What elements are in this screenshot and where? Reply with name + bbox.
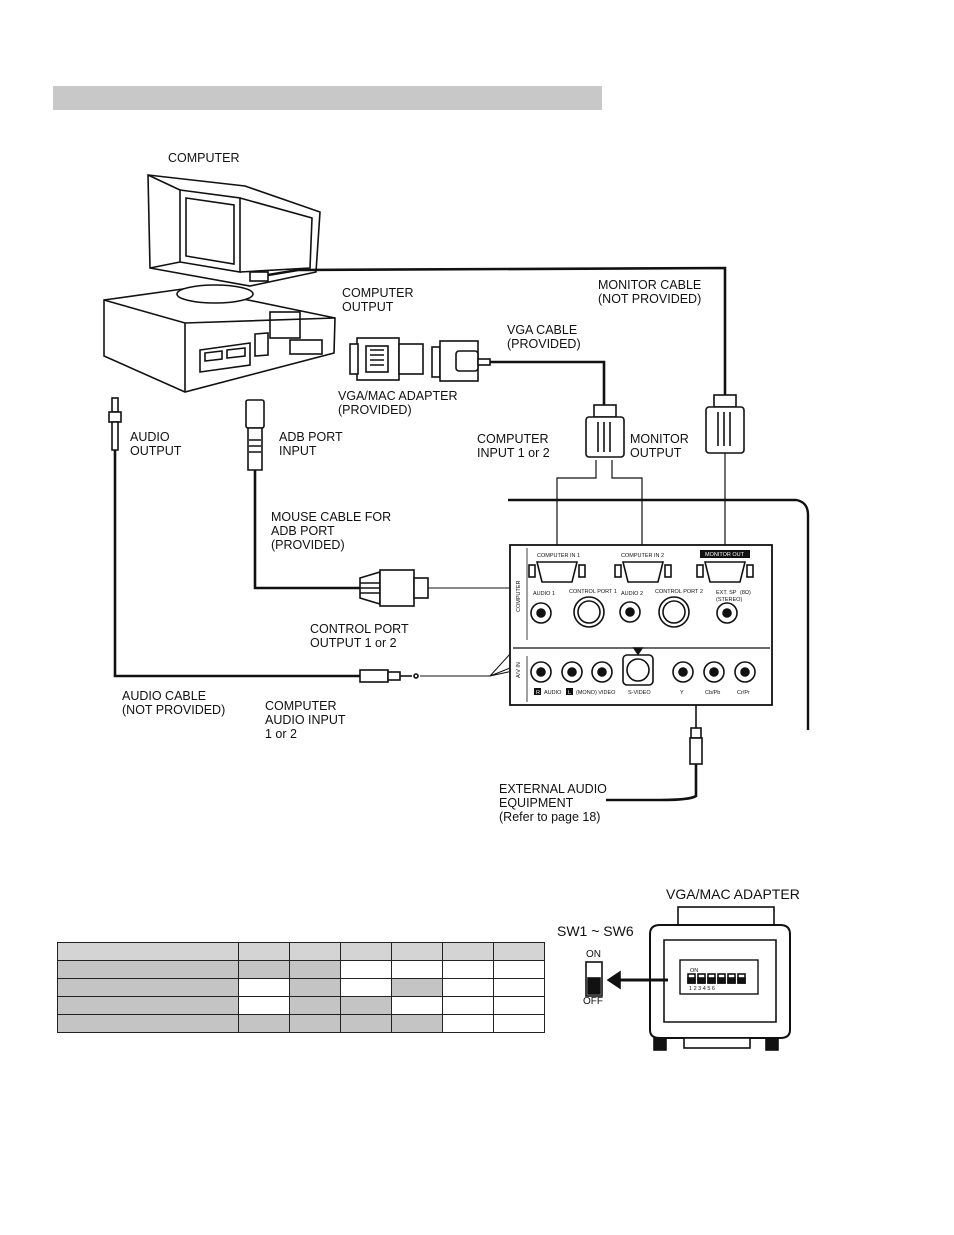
table-cell (442, 978, 494, 997)
panel-audio-2: AUDIO 2 (621, 591, 643, 597)
computer-in-1-port (528, 561, 586, 583)
table-cell (340, 960, 392, 979)
audio-output-plug-icon (108, 397, 122, 451)
switch-settings-table (57, 942, 545, 1033)
table-row (57, 960, 545, 979)
computer-base-icon (103, 284, 336, 393)
table-row (57, 942, 545, 961)
panel-cb-pb: Cb/Pb (705, 690, 720, 696)
table-row (57, 996, 545, 1015)
table-cell (493, 1014, 545, 1033)
mini-din-plug-icon (359, 569, 429, 607)
panel-audio-1: AUDIO 1 (533, 591, 555, 597)
table-cell (238, 996, 290, 1015)
table-cell (391, 996, 443, 1015)
table-cell (289, 996, 341, 1015)
computer-in-2-port (614, 561, 672, 583)
dip-switch-icon (585, 961, 603, 997)
table-cell (442, 960, 494, 979)
table-cell (289, 960, 341, 979)
label-computer-output: COMPUTER OUTPUT (342, 286, 414, 314)
label-mouse-cable: MOUSE CABLE FOR ADB PORT (PROVIDED) (271, 510, 392, 552)
vga-mac-adapter-icon (349, 337, 491, 382)
label-sw-range: SW1 ~ SW6 (557, 923, 634, 939)
adb-plug-icon (245, 399, 265, 471)
table-cell (289, 942, 341, 961)
panel-l-mark: L (568, 690, 571, 696)
label-vga-cable: VGA CABLE (PROVIDED) (507, 323, 581, 351)
panel-control-port-2: CONTROL PORT 2 (655, 589, 703, 595)
panel-control-port-1: CONTROL PORT 1 (569, 589, 617, 595)
label-computer: COMPUTER (168, 151, 240, 165)
panel-ext-sp-unit: (8Ω) (740, 590, 751, 596)
table-cell (493, 960, 545, 979)
adapter-switch-numbers: 1 2 3 4 5 6 (689, 986, 715, 992)
monitor-out-port (696, 561, 754, 583)
panel-computer-side: COMPUTER (516, 581, 522, 613)
panel-ext-sp-stereo: (STEREO) (716, 597, 742, 603)
table-cell (57, 942, 239, 961)
adapter-on-mark: ON (690, 968, 698, 974)
table-cell (442, 996, 494, 1015)
vga-plug-monitor-out-icon (705, 394, 745, 454)
table-cell (57, 960, 239, 979)
computer-monitor-icon (147, 174, 321, 287)
panel-s-video: S-VIDEO (628, 690, 651, 696)
panel-cr-pr: Cr/Pr (737, 690, 750, 696)
label-audio-cable: AUDIO CABLE (NOT PROVIDED) (122, 689, 226, 717)
vga-plug-computer-in-icon (585, 404, 625, 458)
table-cell (238, 960, 290, 979)
label-monitor-output: MONITOR OUTPUT (630, 432, 689, 460)
table-cell (340, 942, 392, 961)
table-cell (289, 978, 341, 997)
panel-computer-in-2: COMPUTER IN 2 (621, 553, 664, 559)
label-control-port-output: CONTROL PORT OUTPUT 1 or 2 (310, 622, 409, 650)
table-row (57, 978, 545, 997)
panel-computer-in-1: COMPUTER IN 1 (537, 553, 580, 559)
table-row (57, 1014, 545, 1033)
label-vga-mac-adapter: VGA/MAC ADAPTER (PROVIDED) (338, 389, 458, 417)
table-cell (289, 1014, 341, 1033)
label-computer-input: COMPUTER INPUT 1 or 2 (477, 432, 550, 460)
table-cell (391, 942, 443, 961)
table-cell (391, 960, 443, 979)
label-on: ON (586, 949, 601, 960)
label-computer-audio-input: COMPUTER AUDIO INPUT 1 or 2 (265, 699, 346, 741)
panel-monitor-out: MONITOR OUT (705, 552, 745, 558)
label-monitor-cable: MONITOR CABLE (NOT PROVIDED) (598, 278, 702, 306)
panel-mono-video: (MONO) VIDEO (576, 690, 616, 696)
table-cell (493, 996, 545, 1015)
table-cell (442, 942, 494, 961)
label-external-audio: EXTERNAL AUDIO EQUIPMENT (Refer to page … (499, 782, 607, 824)
table-cell (238, 1014, 290, 1033)
label-adb-port-input: ADB PORT INPUT (279, 430, 343, 458)
table-cell (340, 1014, 392, 1033)
label-audio-output: AUDIO OUTPUT (130, 430, 182, 458)
table-cell (493, 978, 545, 997)
audio-cable-plug-icon (359, 669, 419, 683)
external-audio-plug-icon (689, 705, 703, 765)
table-cell (57, 1014, 239, 1033)
table-cell (442, 1014, 494, 1033)
label-adapter-title: VGA/MAC ADAPTER (666, 886, 800, 902)
section-title-bar (53, 86, 602, 110)
panel-r-audio: AUDIO (544, 690, 562, 696)
table-cell (340, 978, 392, 997)
table-cell (57, 978, 239, 997)
panel-r-mark: R (536, 690, 540, 696)
label-off: OFF (583, 996, 603, 1007)
table-cell (493, 942, 545, 961)
table-cell (340, 996, 392, 1015)
panel-y: Y (680, 690, 684, 696)
vga-mac-adapter-closeup-icon (649, 906, 791, 1051)
table-cell (238, 942, 290, 961)
table-cell (391, 1014, 443, 1033)
table-cell (391, 978, 443, 997)
table-cell (57, 996, 239, 1015)
table-cell (238, 978, 290, 997)
panel-av-side: A/V IN (516, 662, 522, 678)
panel-ext-sp: EXT. SP (716, 590, 737, 596)
